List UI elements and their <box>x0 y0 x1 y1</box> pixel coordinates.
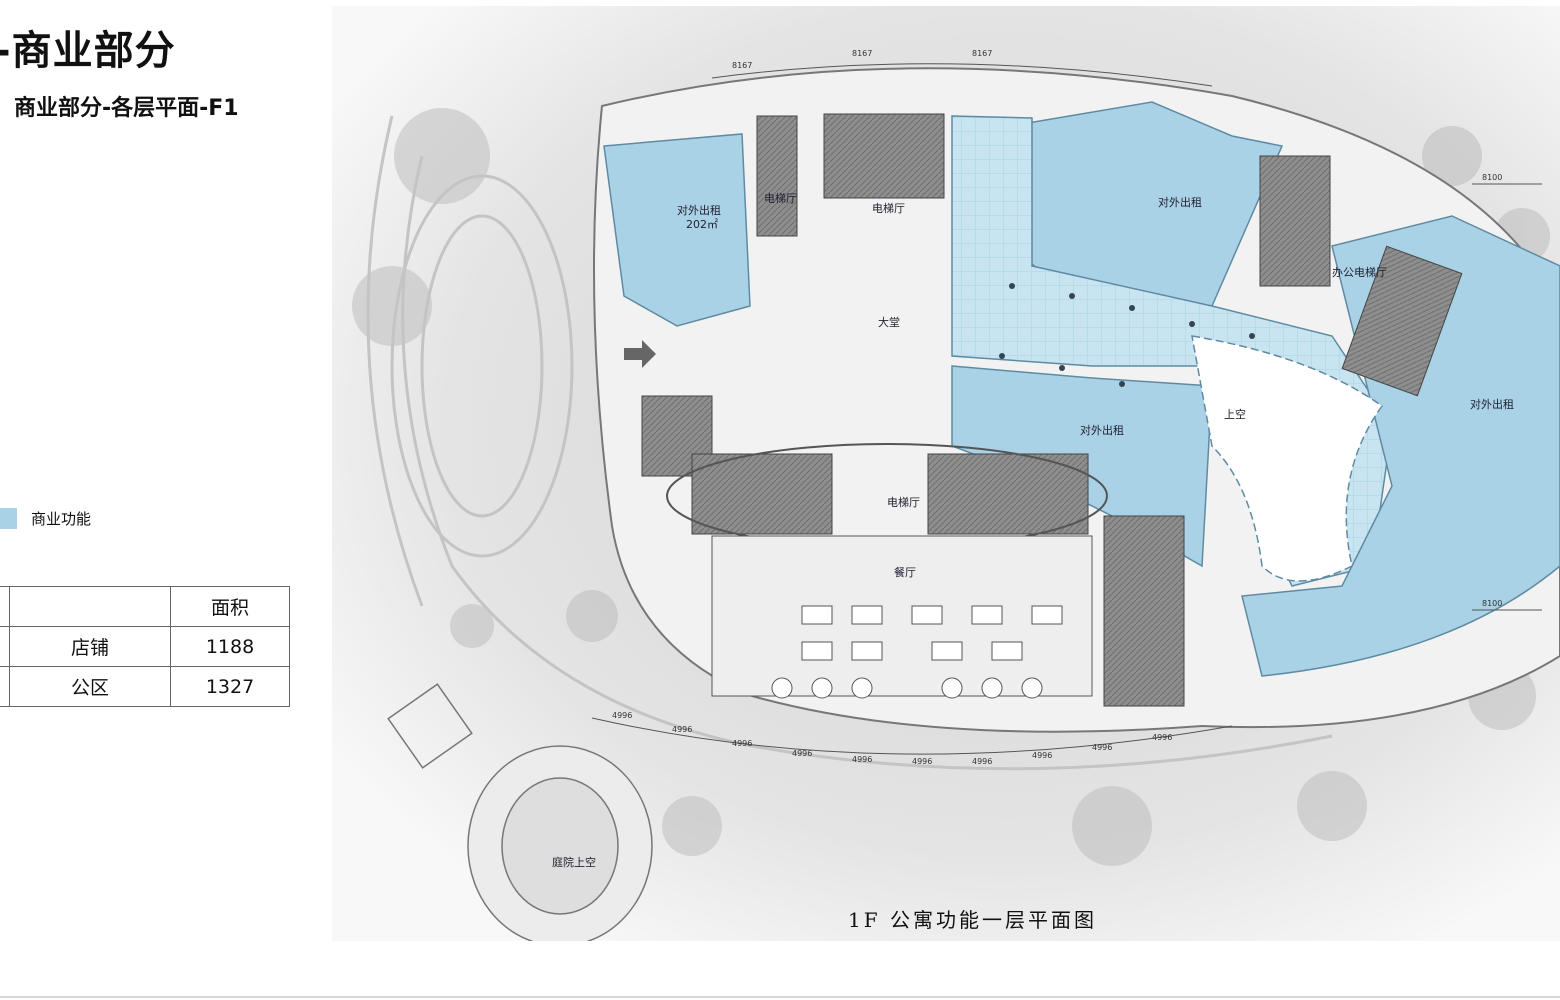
label-rent-nw-area: 202㎡ <box>686 218 718 231</box>
dim-value: 4996 <box>912 757 932 766</box>
dim-value: 4996 <box>612 711 632 720</box>
table-cell-name: 公区 <box>9 666 171 707</box>
legend-label: 商业功能 <box>31 510 92 528</box>
dim-value: 4996 <box>732 739 752 748</box>
dim-value: 4996 <box>672 725 692 734</box>
entrance-arrow-icon <box>624 340 656 368</box>
dimension-values: 8100 8100 4996 4996 4996 4996 4996 4996 … <box>612 49 1502 766</box>
label-restaurant: 餐厅 <box>894 565 916 579</box>
rent-zone-east <box>1241 215 1560 677</box>
table-row: 店铺 1188 <box>0 626 290 667</box>
page-title: -商业部分 <box>0 28 176 74</box>
dim-value: 8167 <box>972 49 992 58</box>
label-lobby: 大堂 <box>878 315 900 329</box>
label-elevator-hall-2: 电梯厅 <box>872 202 905 215</box>
area-table: 面积 店铺 1188 公区 1327 <box>0 586 290 707</box>
dim-value: 4996 <box>852 755 872 764</box>
label-rent-nw: 对外出租 <box>677 203 721 217</box>
dim-value: 8167 <box>852 49 872 58</box>
dim-value: 4996 <box>1032 751 1052 760</box>
plan-caption: 1F 公寓功能一层平面图 <box>848 908 1097 932</box>
dim-value: 8100 <box>1482 173 1502 182</box>
table-cell-value: 1188 <box>170 626 290 667</box>
label-elevator-hall-3: 电梯厅 <box>887 496 920 509</box>
dim-value: 4996 <box>972 757 992 766</box>
table-cell <box>0 626 10 667</box>
table-cell <box>0 666 10 707</box>
floor-plan-drawing: 8100 8100 4996 4996 4996 4996 4996 4996 … <box>332 6 1560 941</box>
dim-value: 4996 <box>1152 733 1172 742</box>
column-grid <box>999 283 1255 387</box>
table-header-row: 面积 <box>0 586 290 627</box>
service-cores <box>641 113 1463 707</box>
dim-value: 4996 <box>1092 743 1112 752</box>
restaurant-furniture <box>711 535 1093 699</box>
label-rent-mid: 对外出租 <box>1080 423 1124 437</box>
table-row: 公区 1327 <box>0 666 290 707</box>
label-rent-east: 对外出租 <box>1470 397 1514 411</box>
atrium-void <box>1191 335 1384 582</box>
rent-zone-nw <box>603 133 751 327</box>
dim-value: 8167 <box>732 61 752 70</box>
label-rent-ne: 对外出租 <box>1158 195 1202 209</box>
table-header-area: 面积 <box>170 586 290 627</box>
legend: 商业功能 <box>0 508 91 529</box>
dimension-lines <box>591 63 1542 755</box>
table-header-cell <box>9 586 171 627</box>
label-elevator-hall-1: 电梯厅 <box>764 192 797 205</box>
page-subtitle: 商业部分-各层平面-F1 <box>14 96 239 121</box>
legend-swatch-commercial <box>0 508 17 529</box>
label-void: 上空 <box>1224 407 1246 421</box>
dim-value: 4996 <box>792 749 812 758</box>
table-cell-value: 1327 <box>170 666 290 707</box>
landscape-paths <box>366 115 1333 771</box>
label-courtyard-void: 庭院上空 <box>552 855 596 869</box>
divider <box>0 996 1560 998</box>
label-office-elevator-hall: 办公电梯厅 <box>1332 266 1387 279</box>
courtyard <box>387 683 653 941</box>
dim-value: 8100 <box>1482 599 1502 608</box>
table-cell-name: 店铺 <box>9 626 171 667</box>
table-header-cell <box>0 586 10 627</box>
